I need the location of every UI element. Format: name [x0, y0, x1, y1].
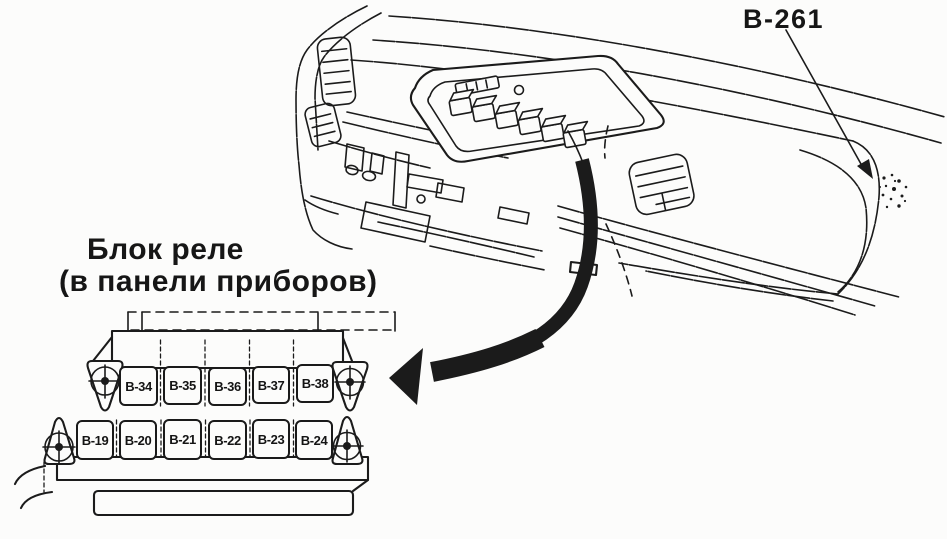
relay-cell-b-37: B-37: [252, 366, 290, 404]
left-upper-vent-icon: [316, 36, 357, 107]
relay-cell-label: B-37: [257, 377, 285, 393]
relay-cell-b-36: B-36: [208, 367, 247, 406]
relay-cell-b-20: B-20: [119, 420, 157, 460]
relay-cell-b-35: B-35: [163, 366, 202, 405]
mounting-bolt-icon: [42, 416, 76, 466]
relay-access-panel: [409, 54, 665, 163]
relay-cell-label: B-19: [81, 432, 109, 448]
relay-cell-label: B-21: [169, 432, 196, 447]
relay-cell-label: B-23: [257, 431, 285, 447]
dash-seam-line: [559, 227, 856, 316]
relay-cell-b-21: B-21: [163, 419, 202, 460]
relay-cell-b-38: B-38: [296, 364, 334, 403]
mounting-bolt-icon: [330, 415, 364, 466]
relay-cell-b-22: B-22: [208, 420, 247, 460]
dashboard-drawing: [295, 5, 946, 316]
relay-cell-label: B-35: [169, 378, 196, 393]
relay-block-drawing: [13, 311, 396, 517]
relay-cell-b-24: B-24: [295, 420, 333, 460]
connector-label-b261: B-261: [743, 4, 825, 34]
relay-cell-label: B-24: [300, 432, 328, 448]
curved-pointer-arrow: [389, 130, 598, 405]
relay-cube-icon: [517, 107, 544, 136]
relay-cell-label: B-20: [124, 432, 152, 448]
b261-leader-arrow: [785, 29, 873, 179]
dash-inner-framework: [310, 140, 546, 271]
relay-cell-b-19: B-19: [76, 420, 114, 460]
relay-cell-label: B-36: [214, 379, 241, 394]
console-dashed-line: [605, 223, 633, 297]
b261-location-stipple: [879, 173, 908, 209]
relay-cube-icon: [494, 101, 521, 130]
relay-cell-b-34: B-34: [119, 366, 158, 406]
relay-cube-icon: [471, 94, 498, 123]
dash-seam-line: [557, 216, 876, 307]
caption-line-1: Блок реле: [87, 233, 244, 266]
relay-cube-icon: [540, 114, 567, 143]
bracket-hook: [13, 464, 54, 510]
mounting-bolt-icon: [86, 359, 124, 412]
mounting-bolt-icon: [331, 360, 369, 412]
relay-cube-icon: [448, 88, 475, 117]
relay-cell-label: B-22: [214, 432, 241, 448]
left-lower-vent-icon: [304, 102, 342, 148]
right-vent-icon: [628, 153, 695, 216]
relay-cell-label: B-38: [301, 376, 329, 391]
caption-line-2: (в панели приборов): [59, 265, 378, 298]
relay-cell-b-23: B-23: [252, 419, 290, 459]
relay-cell-label: B-34: [125, 378, 152, 394]
dash-seam-line: [557, 205, 900, 298]
